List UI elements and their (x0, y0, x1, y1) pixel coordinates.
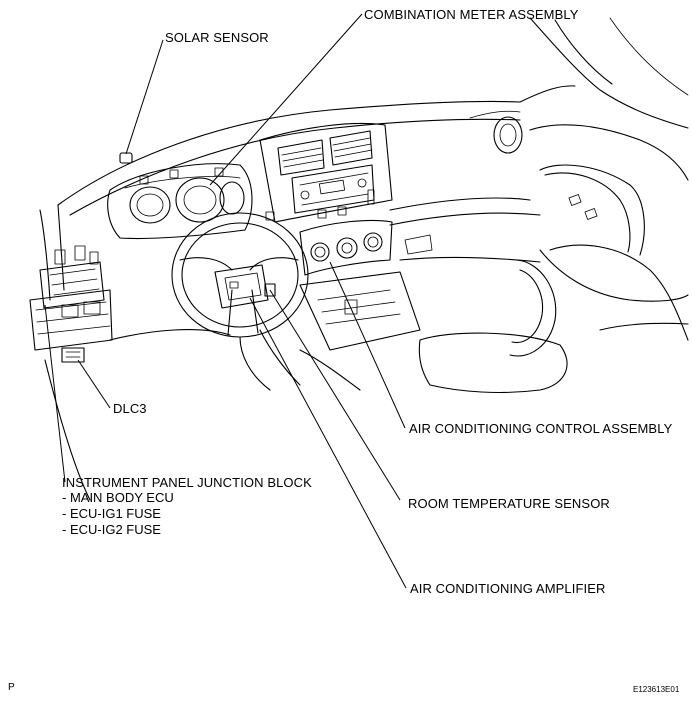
dashboard-outline (57, 17, 689, 357)
solar-sensor-label: SOLAR SENSOR (165, 30, 269, 45)
junction-block-item: - ECU-IG2 FUSE (62, 522, 161, 537)
room-temperature-sensor-label: ROOM TEMPERATURE SENSOR (408, 496, 610, 511)
combination-meter-illustration (107, 152, 253, 240)
dlc3-label: DLC3 (113, 401, 147, 416)
ac-control-label: AIR CONDITIONING CONTROL ASSEMBLY (409, 421, 673, 436)
junction-block-item: - MAIN BODY ECU (62, 490, 174, 505)
ac-amplifier-label: AIR CONDITIONING AMPLIFIER (410, 581, 606, 596)
combination-meter-label: COMBINATION METER ASSEMBLY (364, 7, 579, 22)
junction-block-item: - ECU-IG1 FUSE (62, 506, 161, 521)
steering-wheel-illustration (171, 212, 309, 391)
figure-code: E123613E01 (633, 685, 680, 694)
leader-lines (44, 13, 407, 589)
page-marker: P (8, 682, 15, 693)
junction-block-label: INSTRUMENT PANEL JUNCTION BLOCK (62, 475, 312, 490)
junction-block-illustration (29, 204, 231, 501)
center-stack (259, 122, 568, 394)
